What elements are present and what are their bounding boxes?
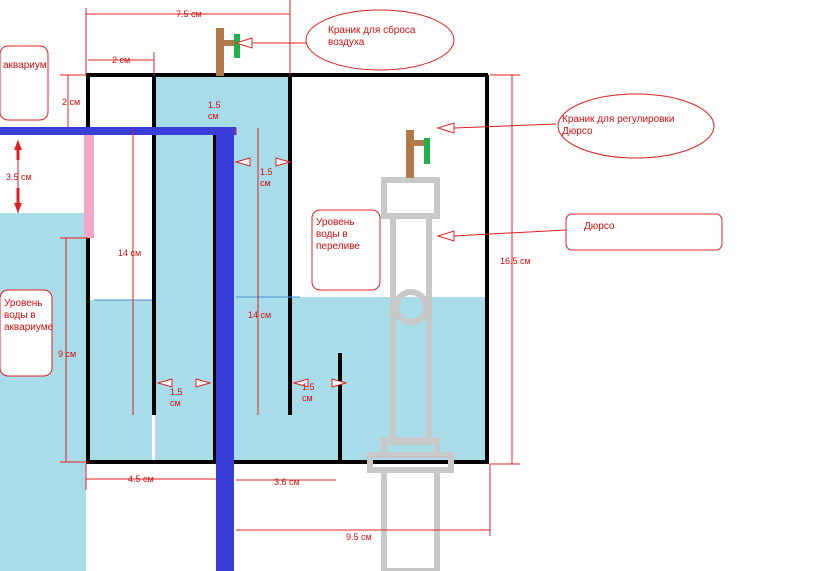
drop-arrows [14, 140, 22, 213]
right-chamber-water [289, 297, 486, 462]
dimension-lines [17, 0, 520, 536]
siphon-pipe [0, 127, 236, 571]
air-valve-icon [216, 28, 240, 76]
aquarium-label: аквариум [3, 60, 47, 71]
callout-shafts [252, 42, 567, 237]
dim-right-height: 14 см [248, 310, 271, 320]
dim-top-chamber: 2 см [112, 55, 130, 65]
dim-bottom-total: 9.5 см [346, 532, 372, 542]
durso-standpipe [367, 177, 454, 571]
dim-aquarium-level: 9 см [58, 349, 76, 359]
dim-tank-height: 16.5 см [500, 256, 531, 266]
arrow-heads [156, 37, 455, 388]
callout-bubbles [0, 9, 723, 377]
durso-label: Дюрсо [584, 221, 615, 232]
durso-valve-icon [406, 130, 430, 178]
aquarium-wall [84, 131, 94, 238]
dim-top-width: 7.5 см [176, 9, 202, 19]
dim-left-height: 14 см [118, 248, 141, 258]
left-chamber-water [90, 300, 152, 462]
dim-bottom-left: 4.5 см [128, 474, 154, 484]
aquarium-water [0, 213, 86, 571]
dim-bottom-mid: 3.6 см [274, 477, 300, 487]
dim-gap-top: 2 см [62, 97, 80, 107]
dim-drop: 3.5 см [6, 172, 32, 182]
